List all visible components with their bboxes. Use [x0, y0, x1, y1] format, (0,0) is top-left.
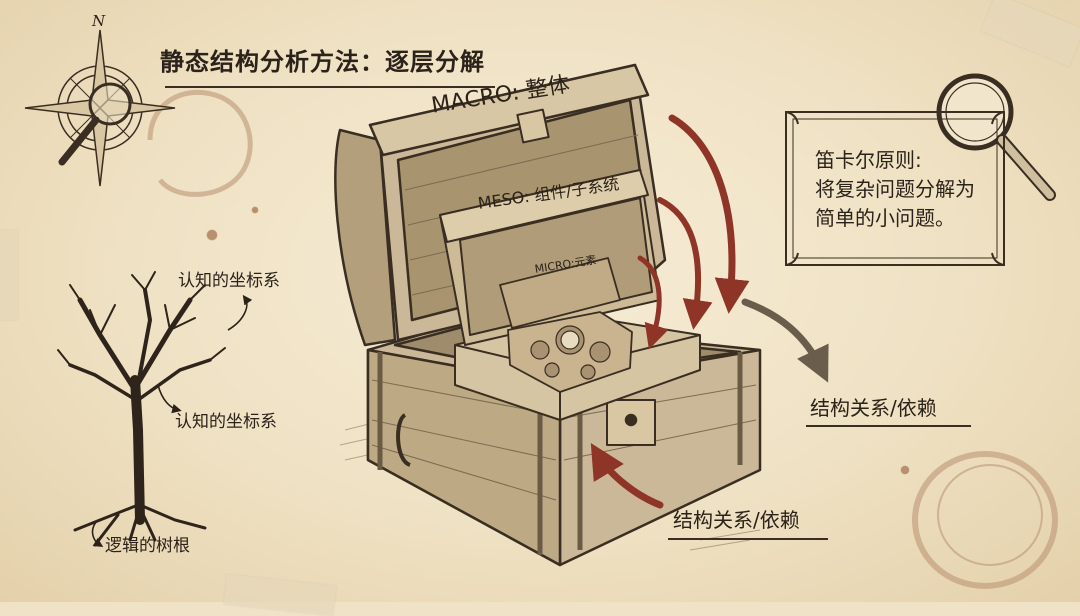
relation-right-underline [806, 425, 971, 427]
descartes-principle-text: 笛卡尔原则: 将复杂问题分解为 简单的小问题。 [815, 148, 975, 230]
principle-frame [785, 111, 1005, 266]
tree-label-upper: 认知的坐标系 [178, 271, 280, 291]
coffee-stain-top [147, 89, 259, 241]
clockwork-icon [530, 325, 611, 380]
tree-arrow-upper [227, 294, 253, 331]
tape-left [0, 230, 18, 320]
decomposition-arrows [590, 114, 750, 509]
relation-arrow-right [741, 298, 829, 383]
relation-label-bottom: 结构关系/依赖 [673, 508, 800, 532]
tree-icon [57, 271, 226, 547]
magnifier-small-icon [58, 82, 132, 166]
coffee-stain-bottom [900, 451, 1058, 589]
page-title: 静态结构分析方法：逐层分解 [160, 48, 485, 76]
illustration [24, 29, 1058, 589]
tree-label-roots: 逻辑的树根 [105, 536, 190, 556]
tree-label-middle: 认知的坐标系 [175, 412, 277, 432]
magnifier-icon [936, 73, 1056, 201]
relation-label-right: 结构关系/依赖 [810, 396, 937, 420]
tree-arrow-middle [157, 384, 182, 414]
relation-bottom-underline [668, 538, 828, 540]
tree-arrow-root [91, 521, 104, 548]
compass-north-label: N [92, 12, 106, 30]
title-underline [165, 86, 495, 88]
